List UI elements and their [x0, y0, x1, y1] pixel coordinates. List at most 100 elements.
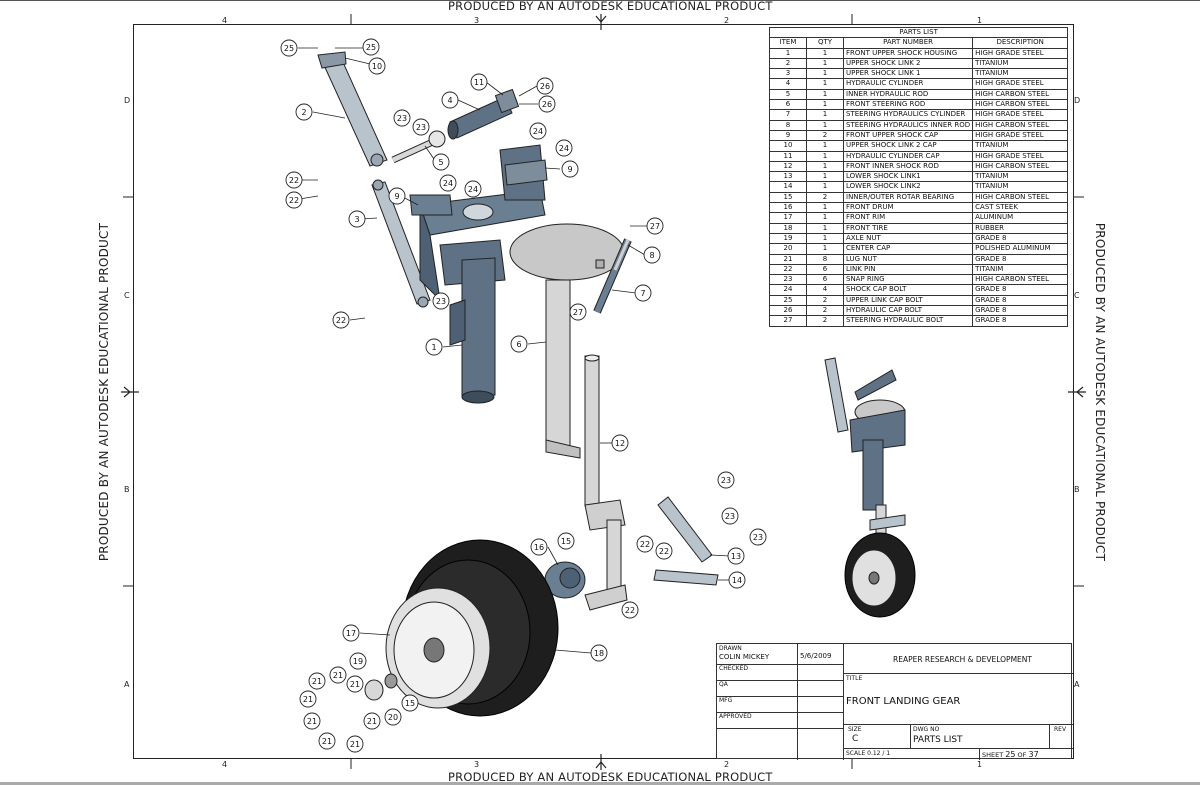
description-cell: CAST STEEK	[972, 202, 1069, 214]
callout-label: 23	[416, 123, 426, 132]
callout-balloon: 9	[561, 160, 579, 178]
callout-label: 21	[307, 717, 317, 726]
part-number-cell: HYDRAULIC CYLINDER CAP	[842, 150, 974, 162]
callout-balloon: 7	[634, 284, 652, 302]
title-divider	[843, 724, 1073, 725]
qty-cell: 6	[806, 263, 844, 276]
qty-cell: 1	[806, 47, 844, 59]
callout-balloon: 21	[318, 732, 336, 750]
callout-balloon: 25	[280, 39, 298, 57]
description-cell: HIGH GRADE STEEL	[972, 109, 1069, 121]
qty-cell: 2	[806, 129, 844, 142]
zone-row-a-left: A	[124, 680, 130, 689]
callout-balloon: 8	[643, 246, 661, 264]
callout-balloon: 27	[646, 217, 664, 235]
item-cell: 20	[769, 243, 807, 255]
zone-col-2-top: 2	[724, 16, 730, 25]
part-lower-shock-link-2	[653, 569, 719, 586]
callout-label: 25	[366, 43, 376, 52]
description-cell: HIGH CARBON STEEL	[972, 160, 1069, 173]
callout-label: 23	[725, 512, 735, 521]
sheet-of: OF	[1017, 751, 1027, 759]
sheet-edge-bottom	[0, 782, 1200, 785]
col-header-qty: QTY	[806, 37, 844, 49]
callout-balloon: 21	[308, 672, 326, 690]
mfg-label: MFG	[719, 697, 733, 704]
sheet-edge-top	[0, 0, 1200, 1]
part-front-steering-rod	[509, 223, 625, 459]
callout-balloon: 16	[530, 538, 548, 556]
part-front-upper-shock-housing	[409, 144, 548, 404]
callout-label: 21	[303, 695, 313, 704]
zone-col-3-bottom: 3	[474, 760, 480, 769]
qty-cell: 1	[806, 68, 844, 80]
part-number-cell: INNER HYDRAULIC ROD	[842, 88, 974, 101]
description-cell: HIGH GRADE STEEL	[972, 150, 1069, 162]
callout-label: 14	[732, 576, 742, 585]
date-divider	[797, 644, 798, 760]
zone-row-c-left: C	[124, 291, 130, 300]
part-front-rim	[385, 587, 491, 709]
callout-label: 15	[561, 537, 571, 546]
size-value: C	[852, 734, 859, 744]
description-cell: GRADE 8	[972, 253, 1069, 265]
callout-balloon: 12	[611, 434, 629, 452]
part-number-cell: HYDRAULIC CAP BOLT	[842, 305, 974, 317]
item-cell: 21	[769, 253, 807, 265]
callout-balloon: 21	[299, 690, 317, 708]
part-number-cell: STEERING HYDRAULIC BOLT	[842, 315, 974, 327]
sheet-number: 25	[1005, 750, 1016, 759]
callout-label: 18	[594, 649, 604, 658]
callout-balloon: 2	[295, 103, 313, 121]
description-cell: HIGH CARBON STEEL	[972, 191, 1069, 204]
sheet-total: 37	[1028, 750, 1039, 759]
title-label: TITLE	[846, 675, 863, 682]
callout-balloon: 21	[363, 712, 381, 730]
callout-label: 21	[312, 677, 322, 686]
description-cell: HIGH CARBON STEEL	[972, 99, 1069, 111]
callout-balloon: 22	[621, 601, 639, 619]
part-hydraulic-cylinder	[447, 88, 520, 140]
callout-label: 23	[397, 114, 407, 123]
part-number-cell: FRONT STEERING ROD	[842, 99, 974, 111]
item-cell: 6	[769, 99, 807, 111]
callout-label: 22	[659, 547, 669, 556]
callout-balloon: 5	[432, 153, 450, 171]
part-number-cell: LOWER SHOCK LINK1	[842, 171, 974, 183]
part-upper-shock-link-2	[317, 51, 388, 167]
callout-label: 17	[346, 629, 356, 638]
zone-row-b-right: B	[1074, 485, 1080, 494]
part-number-cell: UPPER SHOCK LINK 1	[842, 68, 974, 80]
company-divider	[843, 673, 1073, 674]
callout-label: 5	[438, 158, 443, 167]
part-number-cell: STEERING HYDRAULICS INNER ROD	[842, 119, 974, 131]
rev-label: REV	[1054, 726, 1067, 733]
callout-label: 21	[333, 671, 343, 680]
callout-label: 21	[322, 737, 332, 746]
part-number-cell: HYDRAULIC CYLINDER	[842, 78, 974, 90]
qty-cell: 6	[806, 274, 844, 286]
callout-balloon: 10	[368, 57, 386, 75]
center-marks	[121, 14, 1086, 770]
callout-label: 9	[567, 165, 572, 174]
item-cell: 8	[769, 119, 807, 131]
callout-label: 2	[301, 108, 306, 117]
dwg-no-value: PARTS LIST	[913, 735, 963, 745]
description-cell: ALUMINUM	[972, 212, 1069, 224]
size-label: SIZE	[848, 726, 862, 733]
frame-ticks	[123, 14, 1084, 769]
callout-balloon: 24	[529, 122, 547, 140]
qty-cell: 1	[806, 243, 844, 255]
qty-cell: 1	[806, 160, 844, 173]
sheet-divider	[979, 748, 980, 760]
